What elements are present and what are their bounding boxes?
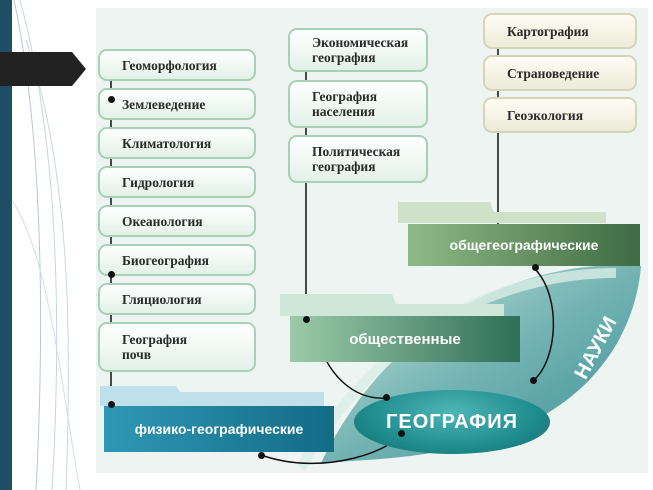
topic-label: Геоэкология: [507, 107, 584, 123]
topic-label: Океанология: [122, 213, 203, 229]
topic-label: Экономическая география: [312, 35, 409, 65]
topic-label: Гидрология: [122, 174, 195, 190]
topic-label: Картография: [507, 23, 589, 39]
connector-dot: [108, 96, 115, 103]
topic-label: Климатология: [122, 135, 212, 151]
topic-label: Землеведение: [122, 96, 206, 112]
topic-box: Землеведение: [98, 88, 256, 120]
topic-label: Гляциология: [122, 291, 202, 307]
arrow-tab-icon: [0, 52, 86, 86]
topic-label: Политическая география: [312, 144, 401, 174]
connector-dot: [108, 401, 115, 408]
topic-box: Страноведение: [483, 55, 637, 91]
topic-box: Геоморфология: [98, 49, 256, 81]
topic-box: Океанология: [98, 205, 256, 237]
band-social: общественные: [290, 316, 520, 362]
band-physical: физико-географические: [104, 406, 334, 452]
diagram-canvas: Геоморфология Землеведение Климатология …: [96, 8, 648, 473]
topic-box: Геоэкология: [483, 97, 637, 133]
topic-box: Политическая география: [288, 135, 428, 183]
topic-box: География населения: [288, 80, 428, 128]
connector-dot: [530, 377, 537, 384]
topic-label: Геоморфология: [122, 57, 217, 73]
topic-box: Картография: [483, 13, 637, 49]
connector-dot: [258, 452, 265, 459]
band-general-label: общегеографические: [449, 237, 599, 253]
connector-dot: [398, 430, 405, 437]
band-physical-label: физико-географические: [134, 421, 304, 437]
topic-box: География почв: [98, 322, 256, 372]
arc-label: НАУКИ: [562, 301, 631, 395]
topic-box: Гляциология: [98, 283, 256, 315]
slide-accent-bar: [0, 0, 12, 490]
connector-dot: [383, 394, 390, 401]
center-title-label: ГЕОГРАФИЯ: [386, 410, 518, 433]
connector-dot: [532, 264, 539, 271]
topic-label: Биогеография: [122, 252, 209, 268]
center-title: ГЕОГРАФИЯ: [354, 390, 550, 454]
topic-box: Экономическая география: [288, 28, 428, 72]
band-social-label: общественные: [349, 330, 461, 348]
arc-label-text: НАУКИ: [570, 312, 622, 383]
topic-box: Гидрология: [98, 166, 256, 198]
topic-label: География почв: [122, 332, 188, 362]
band-general: общегеографические: [408, 224, 640, 266]
connector-dot: [303, 316, 310, 323]
connector-dot: [108, 271, 115, 278]
topic-label: Страноведение: [507, 65, 600, 81]
topic-box: Климатология: [98, 127, 256, 159]
topic-label: География населения: [312, 89, 378, 119]
topic-box: Биогеография: [98, 244, 256, 276]
